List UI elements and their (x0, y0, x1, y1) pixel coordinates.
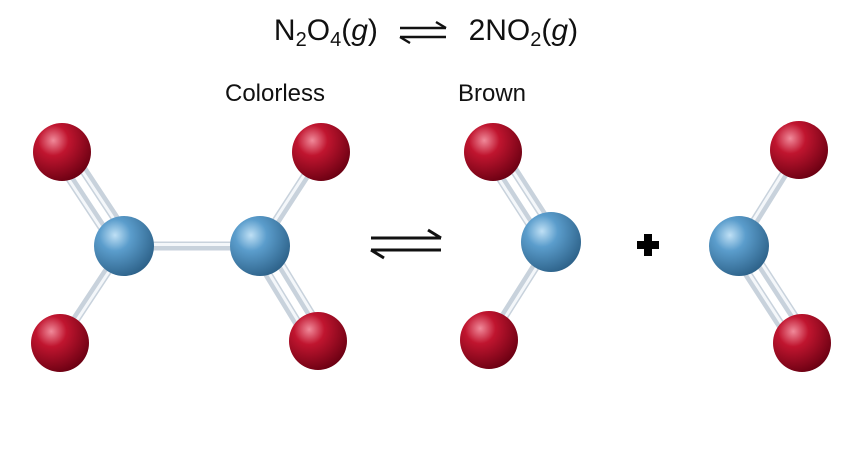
n2o4-nitrogen-atom (230, 216, 290, 276)
atoms-group (31, 121, 831, 372)
n2o4-oxygen-atom (289, 312, 347, 370)
no2-oxygen-atom (773, 314, 831, 372)
n2o4-oxygen-atom (33, 123, 91, 181)
plus-sign-icon (631, 228, 665, 262)
n2o4-oxygen-atom (31, 314, 89, 372)
reactant-color-label: Colorless (225, 80, 326, 107)
plus-vertical-bar (644, 234, 652, 256)
equilibrium-arrow-icon (399, 21, 447, 45)
bonds-group (50, 143, 814, 352)
no2-nitrogen-atom (521, 212, 581, 272)
product-formula: 2NO2(g) (468, 14, 579, 51)
no2-oxygen-atom (460, 311, 518, 369)
no2-nitrogen-atom (709, 216, 769, 276)
product-color-label: Brown (458, 80, 527, 107)
equilibrium-arrow-large-icon (370, 228, 442, 260)
no2-oxygen-atom (770, 121, 828, 179)
chemical-equation: N2O4(g) 2NO2(g) (0, 14, 852, 51)
n2o4-nitrogen-atom (94, 216, 154, 276)
no2-oxygen-atom (464, 123, 522, 181)
n2o4-oxygen-atom (292, 123, 350, 181)
reactant-formula: N2O4(g) (273, 14, 378, 51)
